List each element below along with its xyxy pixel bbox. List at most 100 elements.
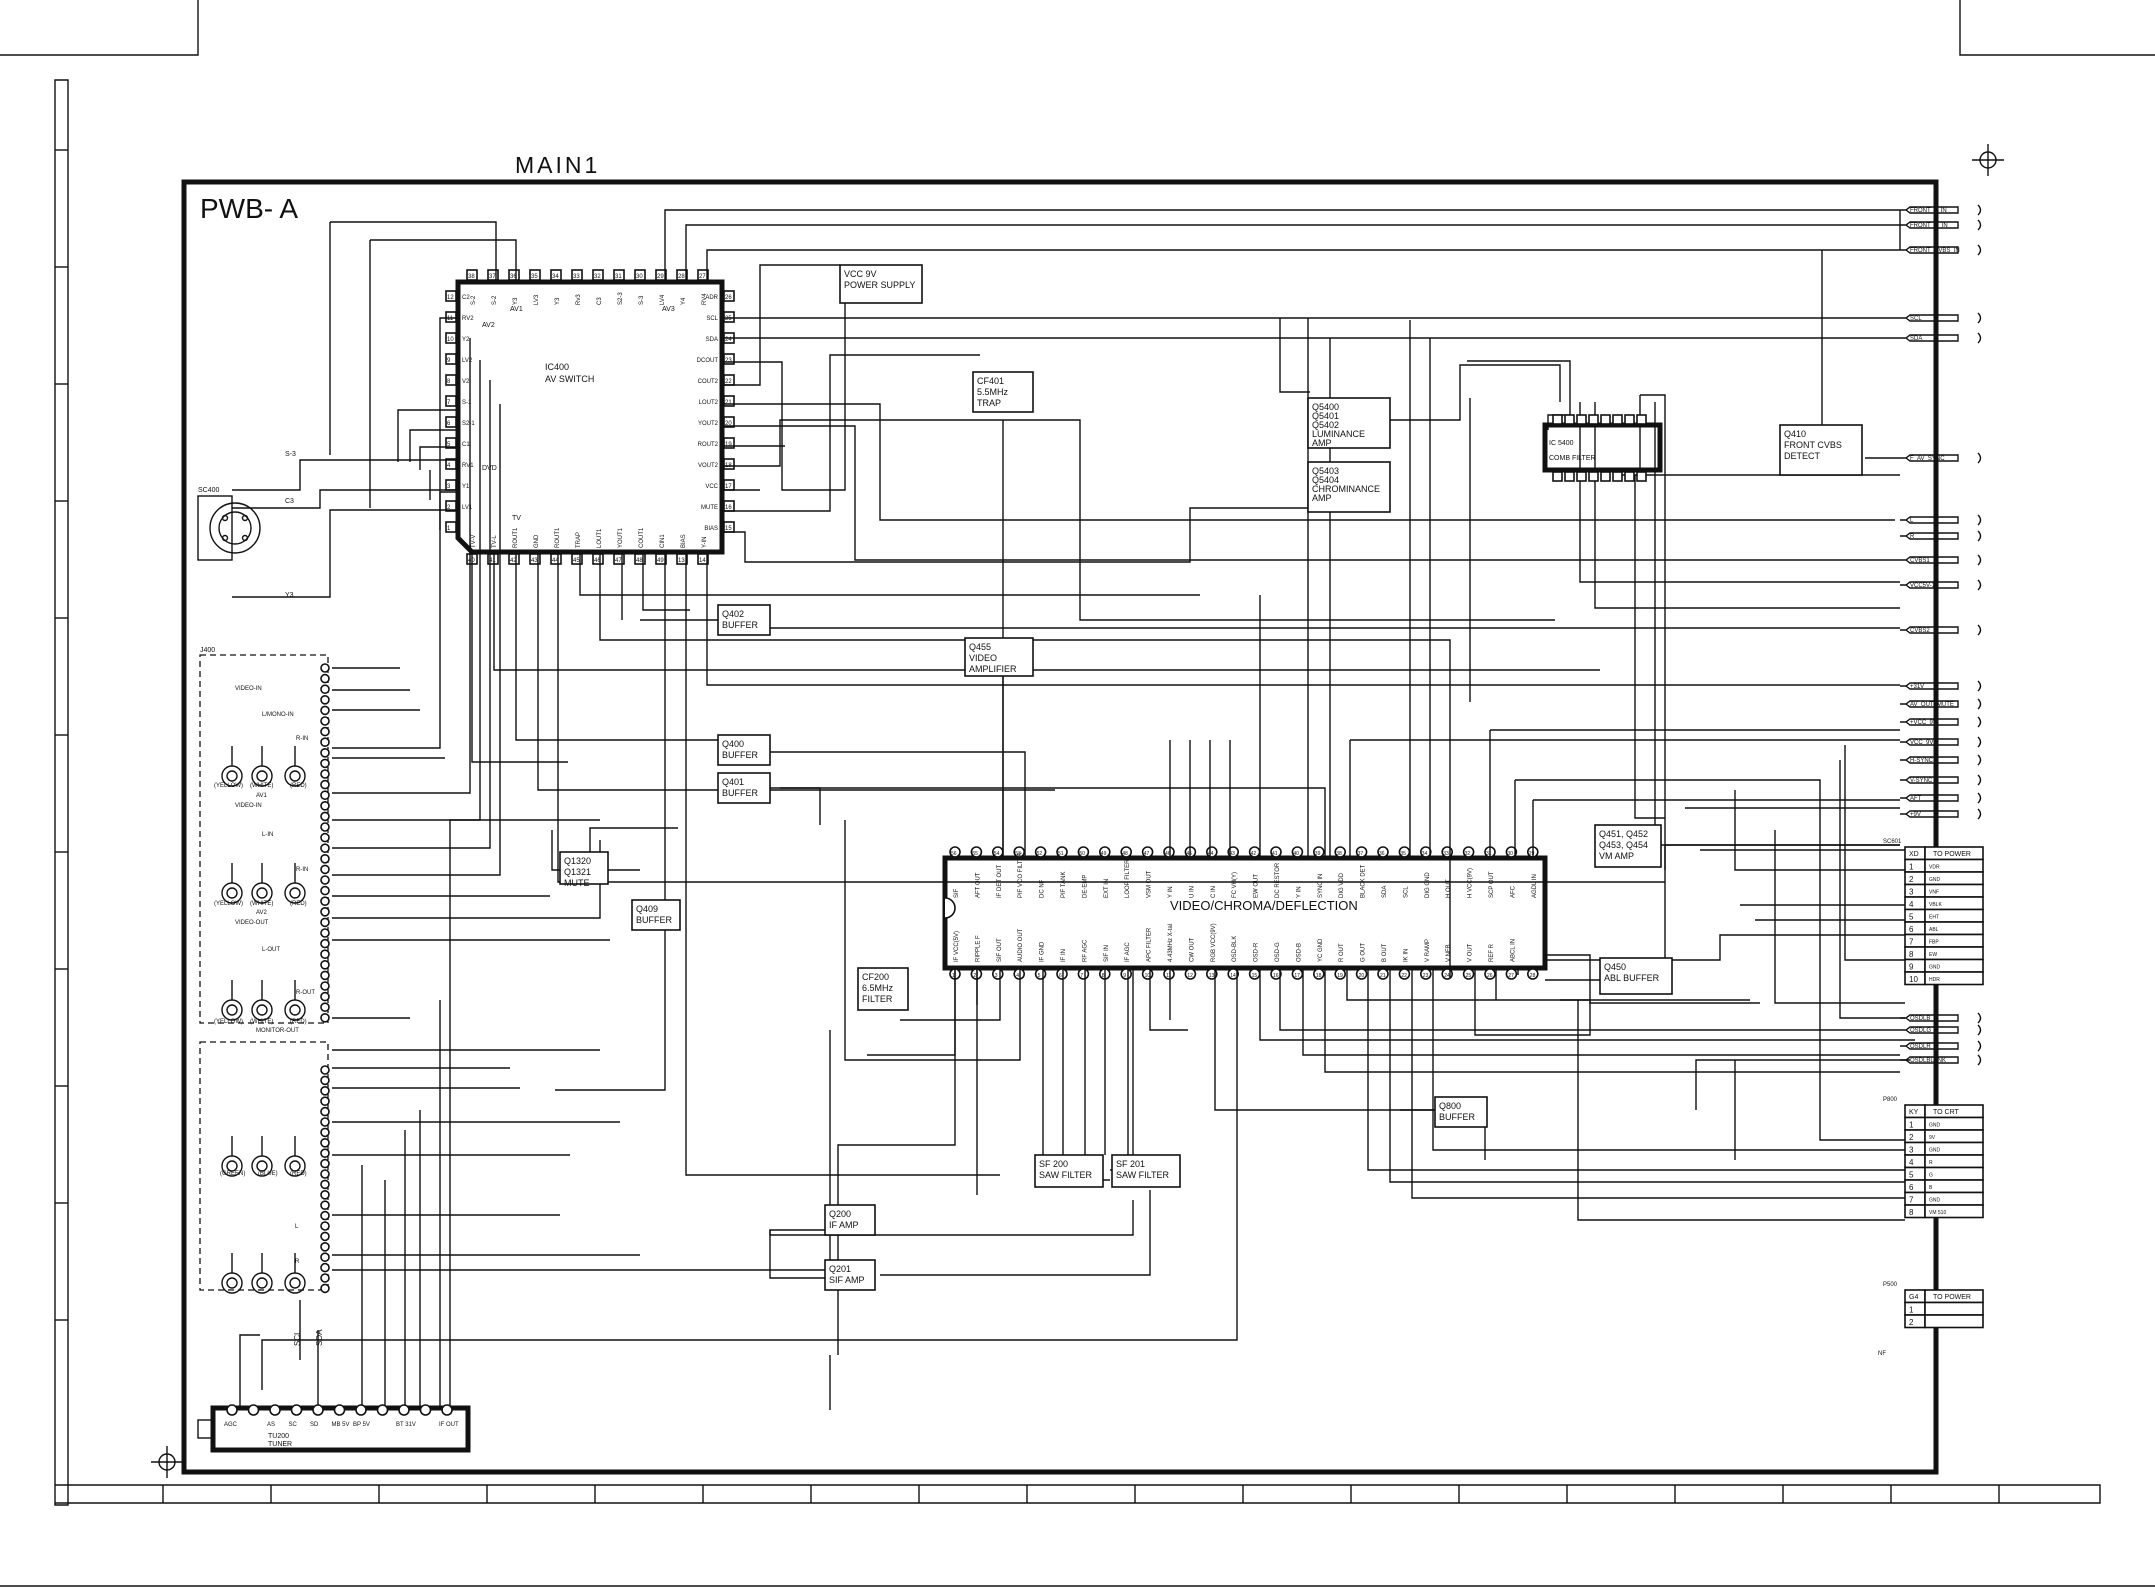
signal-paren [1977,219,1982,231]
ic400-pin-num: 22 [725,379,732,385]
j400-jack-panel: J400 VIDEO-INL/MONO-INR-IN(YELLOW)(WHITE… [199,647,330,1294]
ic400-pin [487,553,499,565]
ic400-pin-num: 37 [489,274,496,280]
main-ic-pin [1184,968,1197,980]
ic400-pin [634,269,646,281]
ic400-pin-num: 27 [699,274,706,280]
j400-pin [320,758,330,769]
signal-paren [1977,1012,1982,1024]
ic400-pin-label: ROUT1 [513,527,519,548]
block-q402-line: Q402 [722,609,744,619]
signal-label: OSDLR [1910,1044,1931,1050]
j400-pin [320,1012,330,1023]
ic400-pin-num: 23 [725,358,732,364]
main-ic-pin [1505,968,1518,980]
ic400-pin [445,395,457,407]
ic400-pin-num: 2 [447,505,451,511]
j400-label-text: (GREEN) [220,1171,245,1177]
main-ic-pin [1377,846,1389,858]
main-ic-pin-num: 53 [1015,851,1021,857]
signal-connector [1900,1026,1959,1034]
signal-connector [1900,738,1959,746]
ic400-pin-num: 8 [447,379,451,385]
ic400-pin-label: LV4 [660,294,666,305]
main-ic-pin-num: 41 [1272,851,1278,857]
sc601-row-label: EHT [1929,915,1939,921]
block-q455-line: VIDEO [969,653,997,663]
ic400-pin [676,553,688,565]
ic400-pin-num: 48 [636,558,643,564]
main-ic-pin-num: 11 [1166,973,1171,979]
main-ic-pin-num: 14 [1230,973,1236,979]
main-ic-pin-label: YC GND [1318,938,1324,962]
sc601-row-label: HDR [1929,977,1940,983]
j400-pin [320,981,330,991]
main-ic-pin [1270,846,1282,858]
ic400-sec-av2: AV2 [482,322,495,329]
p500-head: TO POWER [1933,1294,1971,1301]
ic400-pin-label: LV1 [462,505,473,511]
sc601-row-label: ABL [1929,927,1939,933]
main-ic-pin [949,846,961,858]
ic400-pin-num: 14 [699,558,706,564]
tuner-pin [376,1404,389,1416]
j400-pin [320,726,330,737]
j400-pin [320,1283,330,1294]
main-ic-pin-num: 51 [1058,851,1064,857]
ic400-pin-num: 21 [725,400,732,406]
ic400-pin [487,269,499,281]
main-ic-pin-label: SCP OUT [1489,871,1495,898]
j400-label-text: MONITOR-OUT [256,1028,299,1034]
main-ic-pin-num: 55 [972,851,978,857]
ic400-pin-label: ADR [705,295,718,301]
signal-paren [1977,332,1982,344]
ic5400-pin [1576,414,1587,425]
ic400-pin-num: 11 [447,316,454,322]
block-q451-line: Q451, Q452 [1599,829,1648,839]
main-ic-pin-num: 37 [1358,851,1364,857]
ic400-pin [697,553,709,565]
signal-label: OSDLB [1910,1016,1930,1022]
ic400-pin-label: TV-L [492,535,498,548]
tuner-pin-label: AS [267,1422,275,1428]
ic400-pin [592,269,604,281]
j400-pin [320,663,330,673]
signal-label: R [1910,534,1915,540]
ic400-pin-num: 4 [447,463,451,469]
ic400-pin [466,269,478,281]
main-ic-pin [1505,846,1518,858]
p800-row-label: GND [1929,1123,1941,1129]
ic400-pin-label: CIN1 [660,534,666,548]
block-sf201-line: SF 201 [1116,1159,1145,1169]
main-ic-pin-num: 48 [1122,851,1128,857]
rca-jack [251,1253,273,1294]
j400-pin [320,769,330,779]
signal-connector [1900,516,1959,524]
signal-label: +VCC_9V [1910,720,1937,726]
signal-connector [1900,246,1959,254]
main-ic-pin-num: 43 [1229,851,1235,857]
rca-jack [251,863,273,904]
ic5400-pin [1636,471,1647,482]
j400-pin [320,1117,330,1127]
j400-label-text: L [295,1224,299,1230]
main-ic-pin-num: 28 [1530,973,1536,979]
tuner-pin-label: MB 5V [332,1422,350,1428]
main-ic-pin [1313,968,1325,980]
rca-jack [284,980,306,1021]
p800-row-label: 9V [1929,1135,1936,1141]
j400-pin [320,938,330,949]
sc601-row-num: 5 [1909,913,1914,922]
tuner-pin-label: SC [289,1422,298,1428]
ic400-pin-label: C1 [462,442,470,448]
